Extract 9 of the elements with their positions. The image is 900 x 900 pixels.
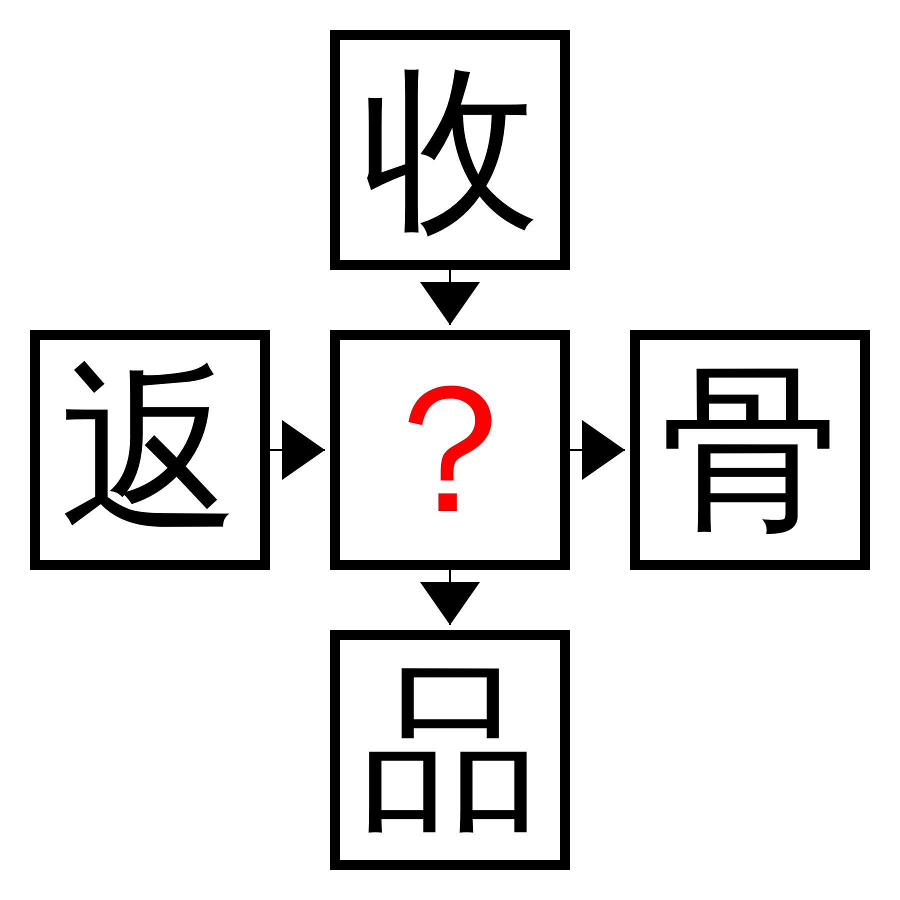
character-box: 骨	[630, 330, 870, 570]
character-box: 返	[30, 330, 270, 570]
arrow	[270, 420, 325, 480]
character-box: 品	[330, 630, 570, 870]
arrow	[420, 270, 480, 325]
arrow	[420, 570, 480, 625]
character-box: 收	[330, 30, 570, 270]
arrow	[570, 420, 625, 480]
question-mark-box: ？	[330, 330, 570, 570]
